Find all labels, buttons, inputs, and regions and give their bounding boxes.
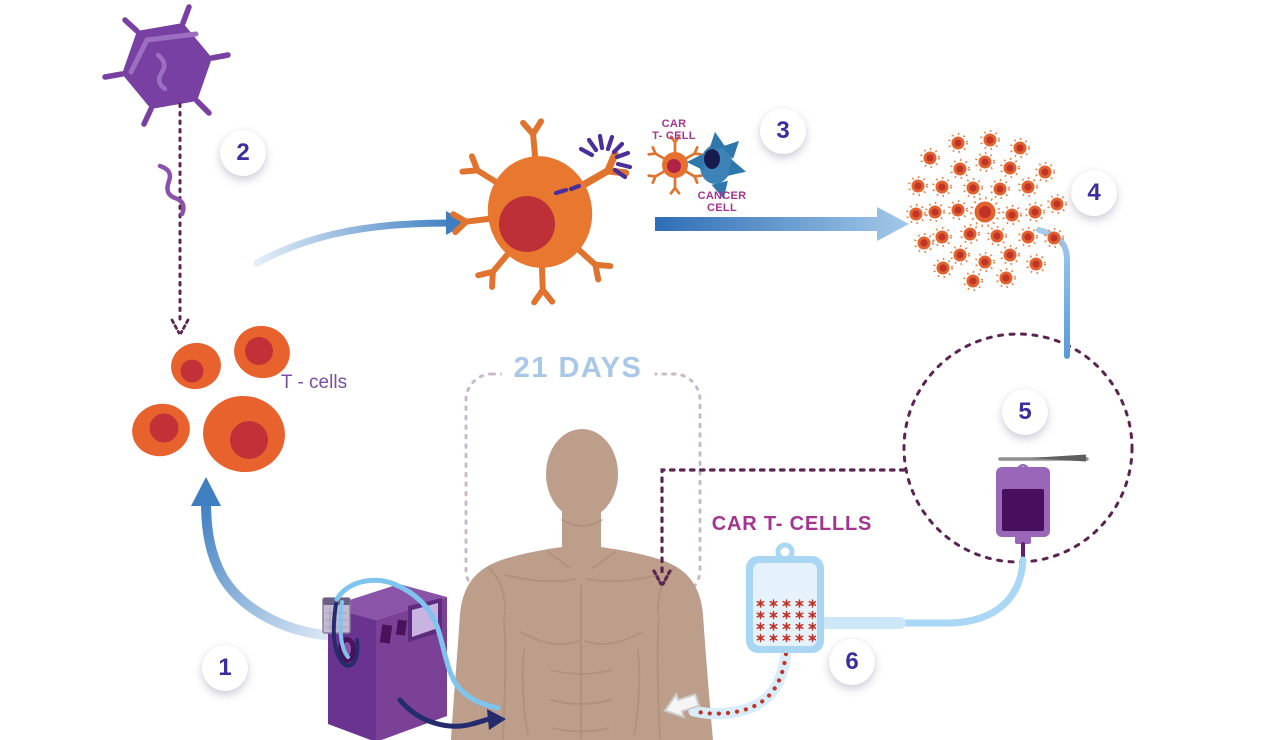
transfer-tube <box>820 556 1027 629</box>
mini-car-t-cell-icon <box>647 135 703 195</box>
cell-cluster-icon <box>905 129 1068 292</box>
t-cells-label: T - cells <box>280 372 348 393</box>
receptor-burst-icon <box>553 133 633 196</box>
iv-bag-icon <box>996 464 1050 564</box>
blood-return-arrow <box>397 697 506 730</box>
duration-label: 21 DAYS <box>501 352 655 385</box>
badge-step-5: 5 <box>1002 389 1048 435</box>
viral-vector-dashed-arrow <box>170 102 190 335</box>
cluster-to-bag-line <box>1036 227 1070 359</box>
infusion-arrow-icon <box>663 691 701 719</box>
arrow-activation <box>253 211 468 267</box>
badge-step-3: 3 <box>760 108 806 154</box>
rna-strand-icon <box>157 163 186 217</box>
machine-tubes <box>331 577 501 711</box>
car-t-cells-label: CAR T- CELLLS <box>711 513 873 535</box>
car-t-cell-label-line1: CAR <box>661 118 687 130</box>
infusion-tube <box>688 648 792 720</box>
badge-step-1: 1 <box>202 645 248 691</box>
car-t-cell-label-line2: T- CELL <box>652 130 696 142</box>
mini-cancer-cell-icon <box>686 131 746 199</box>
cell-bag-icon <box>746 542 824 653</box>
bag-hanger-icon <box>998 454 1089 462</box>
badge-step-4: 4 <box>1071 170 1117 216</box>
cancer-cell-label-line1: CANCER <box>697 190 747 202</box>
t-cells-icon <box>132 325 290 473</box>
car-t-cell-icon <box>453 121 633 302</box>
adenovirus-icon <box>102 4 231 127</box>
cancer-cell-label-line2: CELL <box>707 202 737 214</box>
badge-step-6: 6 <box>829 639 875 685</box>
infusion-dashed-circle <box>902 332 1134 564</box>
body-silhouette <box>451 429 713 740</box>
arrow-leukapheresis <box>191 477 342 641</box>
badge-step-2: 2 <box>220 130 266 176</box>
arrow-expansion <box>655 207 909 241</box>
shoulder-dashed-arrow <box>652 468 906 586</box>
